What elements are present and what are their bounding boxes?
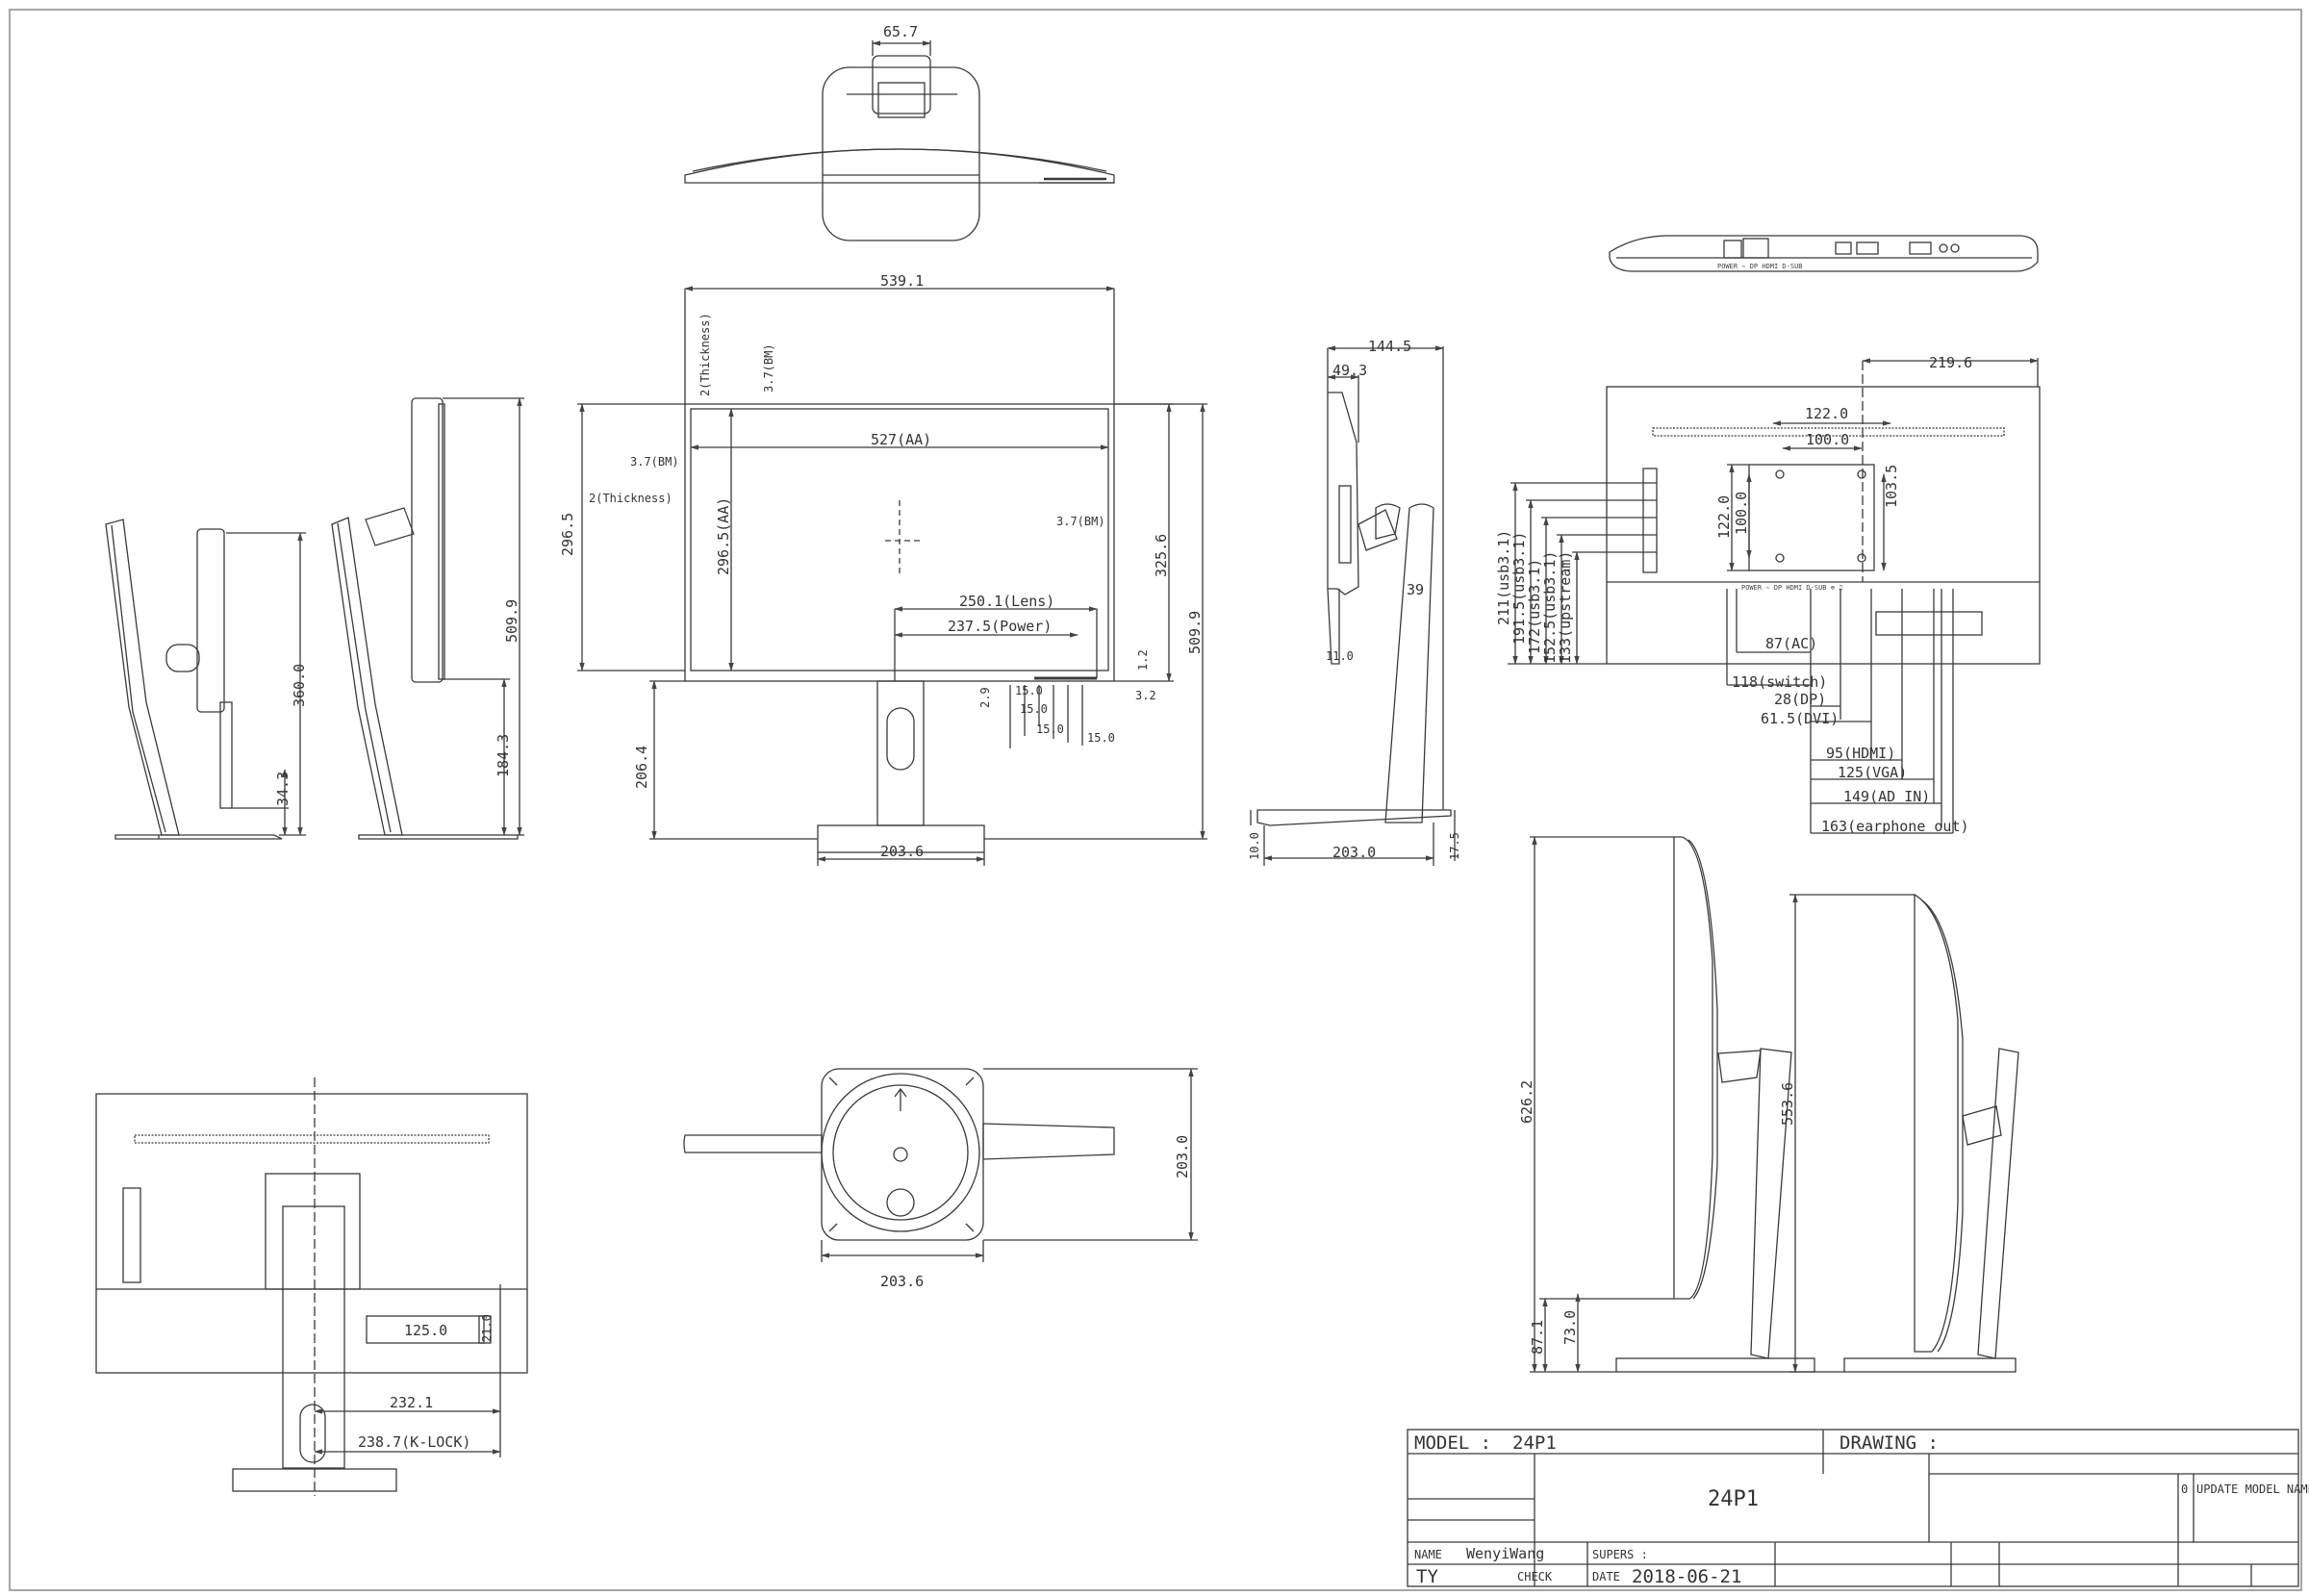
front-btn-3: 15.0: [1036, 722, 1064, 736]
side-view-tilt-2: [1789, 893, 2019, 1373]
front-stand-height: 206.4: [633, 746, 650, 789]
title-block: MODEL : 24P1 DRAWING : 24P1 NAME WenyiWa…: [1414, 1432, 2309, 1587]
rearfull-k125: 125.0: [404, 1322, 447, 1339]
front-view: [577, 286, 1207, 866]
front-overall-width: 539.1: [880, 272, 924, 290]
name-label: NAME: [1414, 1548, 1442, 1561]
drawing-label: DRAWING :: [1840, 1432, 1939, 1454]
tilt1-h1: 626.2: [1518, 1080, 1535, 1124]
front-btn-1: 15.0: [1015, 684, 1043, 697]
rear-upstream: 133(upstream): [1557, 551, 1574, 664]
rear-usb4: 152.5(usb3.1): [1541, 551, 1559, 664]
front-led-3: 3.2: [1135, 689, 1156, 702]
right-head-depth: 49.3: [1332, 362, 1367, 379]
front-aa-height: 296.5(AA): [715, 497, 732, 575]
base-depth: 203.0: [1174, 1135, 1191, 1178]
side-view-tilt-1: [1530, 836, 1815, 1373]
right-foot: 11.0: [1326, 649, 1354, 663]
right-tilt: 39: [1407, 581, 1424, 598]
rear-dp: 28(DP): [1774, 691, 1826, 708]
dimension-labels: 65.7 539.1 2(Thickness) 3.7(BM) 527(AA) …: [274, 23, 1972, 1451]
front-thickness-left: 2(Thickness): [589, 492, 672, 505]
rear-dvi: 61.5(DVI): [1761, 710, 1839, 727]
rear-ac: 87(AC): [1765, 635, 1817, 652]
right-depth: 144.5: [1368, 338, 1411, 355]
rev-note: UPDATE MODEL NAME: [2196, 1482, 2309, 1496]
front-overall-height: 509.9: [1186, 611, 1204, 654]
rear-port-view: [1508, 358, 2041, 834]
check-label: CHECK: [1517, 1570, 1553, 1583]
front-height-outer: 296.5: [559, 513, 576, 556]
model-label: MODEL :: [1414, 1432, 1491, 1454]
side1-h1: 360.0: [291, 664, 308, 707]
rear-vga: 125(VGA): [1838, 764, 1907, 781]
side-view-right: [1250, 345, 1456, 866]
front-bm-left: 3.7(BM): [630, 455, 679, 469]
rear-usb3: 172(usb3.1): [1526, 559, 1543, 654]
side1-h2: 34.3: [274, 772, 292, 806]
rearfull-k21: 21.0: [480, 1314, 494, 1342]
rear-port-icons: POWER ∼ DP HDMI D-SUB ⊕ ♫: [1741, 584, 1842, 592]
front-btn-4: 15.0: [1087, 731, 1115, 745]
rear-full-view: [95, 1077, 528, 1496]
bottom-view: [1609, 235, 2039, 272]
rear-vesa-v-inner: 100.0: [1733, 492, 1750, 535]
supers-label: SUPERS :: [1592, 1548, 1648, 1561]
rearfull-klock: 238.7(K-LOCK): [358, 1433, 470, 1451]
model-value: 24P1: [1512, 1432, 1557, 1454]
side-view-left-2: [331, 397, 524, 840]
side2-h1: 509.9: [503, 599, 520, 643]
name-value: WenyiWang: [1466, 1545, 1544, 1562]
top-view: [684, 40, 1115, 241]
rear-usb1: 211(usb3.1): [1495, 530, 1512, 625]
front-aa-width: 527(AA): [871, 431, 931, 448]
sheet-border: [9, 9, 2302, 1591]
front-power: 237.5(Power): [948, 618, 1052, 635]
front-thickness-top: 2(Thickness): [698, 313, 712, 396]
rear-vesa-outer: 122.0: [1805, 405, 1848, 422]
base-width: 203.6: [880, 1273, 924, 1290]
side-view-left-1: [105, 519, 306, 840]
side2-h2: 184.3: [495, 734, 512, 777]
tilt1-h2: 87.1: [1529, 1320, 1546, 1355]
rearfull-w232: 232.1: [390, 1394, 433, 1411]
rear-hdmi: 95(HDMI): [1826, 745, 1895, 762]
rear-vesa-v-outer: 122.0: [1715, 495, 1733, 539]
base-top-view: [683, 1068, 1198, 1262]
rear-width: 219.6: [1929, 354, 1972, 371]
front-btn-2: 15.0: [1020, 702, 1048, 716]
rear-ad-in: 149(AD IN): [1843, 788, 1930, 805]
right-base-h1: 10.0: [1248, 832, 1261, 860]
front-bm-top: 3.7(BM): [762, 343, 775, 393]
front-led-1: 2.9: [978, 687, 992, 708]
date-value: 2018-06-21: [1632, 1566, 1741, 1587]
rev-index: 0: [2181, 1482, 2188, 1496]
date-label: DATE: [1592, 1570, 1620, 1583]
title-block-frame: [1407, 1429, 2299, 1587]
front-led-2: 1.2: [1136, 649, 1150, 671]
drawing-center-name: 24P1: [1708, 1487, 1759, 1511]
front-base-width: 203.6: [880, 843, 924, 860]
top-stand-width: 65.7: [883, 23, 918, 40]
tilt2-h1: 553.6: [1779, 1082, 1796, 1126]
bottom-port-icons: POWER ∼ DP HDMI D-SUB: [1717, 263, 1803, 270]
rear-usb2: 191.5(usb3.1): [1510, 532, 1528, 645]
right-base-depth: 203.0: [1332, 844, 1376, 861]
front-bm-right: 3.7(BM): [1056, 515, 1105, 528]
tilt1-h3: 73.0: [1561, 1310, 1579, 1345]
rear-switch: 118(switch): [1732, 673, 1827, 691]
front-lens: 250.1(Lens): [959, 593, 1054, 610]
front-height-panel: 325.6: [1153, 534, 1170, 577]
rear-earphone: 163(earphone out): [1821, 818, 1969, 835]
rear-vesa-top: 103.5: [1883, 465, 1900, 508]
right-base-h2: 17.5: [1448, 832, 1461, 860]
rear-vesa-inner: 100.0: [1806, 431, 1849, 448]
ty-label: TY: [1416, 1566, 1438, 1587]
